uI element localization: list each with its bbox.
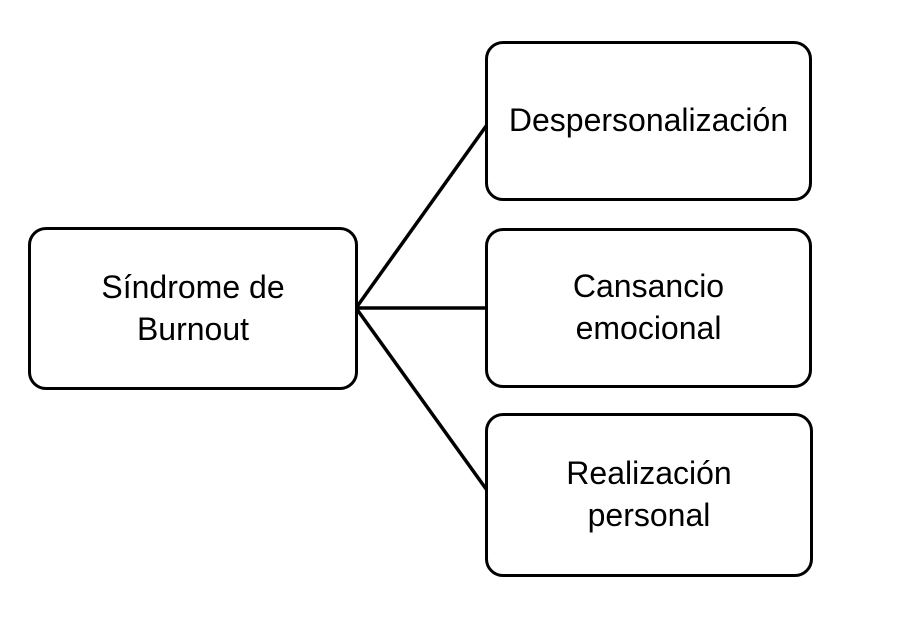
child-node-cansancio-emocional: Cansancio emocional xyxy=(485,228,812,388)
connector-line-top xyxy=(354,120,491,310)
node-label: Despersonalización xyxy=(508,102,789,139)
node-label: Realización personal xyxy=(566,455,732,533)
root-node-sindrome-de-burnout: Síndrome de Burnout xyxy=(28,227,358,390)
child-node-realizacion-personal: Realización personal xyxy=(485,413,813,577)
node-label: Cansancio emocional xyxy=(572,268,725,346)
connector-line-bottom xyxy=(354,306,491,495)
node-label: Síndrome de Burnout xyxy=(101,268,285,347)
child-node-despersonalizacion: Despersonalización xyxy=(485,41,812,201)
